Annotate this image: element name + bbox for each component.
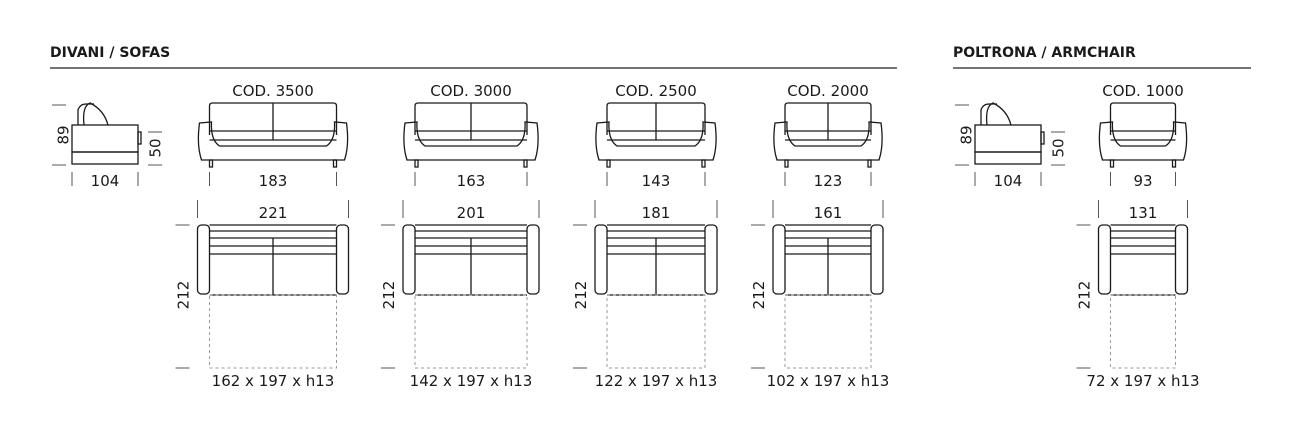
- bed-outline: [414, 294, 528, 369]
- front-view: [595, 102, 717, 168]
- side-view: 89 50 104: [955, 102, 1068, 190]
- bed-dimensions: 122 x 197 x h13: [595, 372, 718, 390]
- pillow-icon: [77, 103, 94, 125]
- bed-dimensions: 142 x 197 x h13: [410, 372, 533, 390]
- height-dimension: 89: [55, 125, 73, 144]
- model-code: COD. 1000: [1102, 82, 1184, 100]
- seat-height-dimension: 50: [1050, 138, 1068, 157]
- top-view: [196, 224, 350, 369]
- bed-dimensions: 102 x 197 x h13: [767, 372, 890, 390]
- top-view: [594, 224, 718, 369]
- model-code: COD. 3500: [232, 82, 314, 100]
- depth-dimension: 212: [175, 281, 193, 310]
- bed-outline: [606, 294, 706, 369]
- top-width-dimension: 161: [814, 204, 843, 222]
- depth-dimension: 104: [994, 172, 1023, 190]
- front-width-dimension: 123: [814, 172, 843, 190]
- model-2500: COD. 2500 143 181 212 122 x 197 x h13: [572, 82, 718, 390]
- top-view: [1097, 224, 1189, 369]
- depth-dimension: 104: [91, 172, 120, 190]
- front-width-dimension: 143: [642, 172, 671, 190]
- bed-dimensions: 162 x 197 x h13: [212, 372, 335, 390]
- bed-outline: [209, 294, 337, 369]
- side-view: 89 50 104: [52, 102, 165, 190]
- model-1000: COD. 1000 93 131 212 72 x 197 x h13: [1076, 82, 1200, 390]
- top-view: [772, 224, 884, 369]
- top-view: [402, 224, 540, 369]
- model-3000: COD. 3000 163 201 212 142 x 197 x h13: [380, 82, 540, 390]
- bed-outline: [784, 294, 872, 369]
- front-width-dimension: 93: [1133, 172, 1152, 190]
- top-width-dimension: 131: [1129, 204, 1158, 222]
- depth-dimension: 212: [380, 281, 398, 310]
- front-view: [773, 102, 883, 168]
- depth-dimension: 212: [572, 281, 590, 310]
- model-code: COD. 2500: [615, 82, 697, 100]
- seat-height-dimension: 50: [147, 138, 165, 157]
- front-view: [1098, 102, 1188, 168]
- top-width-dimension: 201: [457, 204, 486, 222]
- model-code: COD. 2000: [787, 82, 869, 100]
- model-2000: COD. 2000 123 161 212 102 x 197 x h13: [750, 82, 889, 390]
- pillow-icon: [980, 103, 997, 125]
- model-3500: COD. 3500 183 221 212 162 x 197 x h13: [175, 82, 350, 390]
- front-width-dimension: 163: [457, 172, 486, 190]
- front-view: [197, 102, 349, 168]
- height-dimension: 89: [958, 125, 976, 144]
- depth-dimension: 212: [1076, 281, 1094, 310]
- depth-dimension: 212: [750, 281, 768, 310]
- front-view: [403, 102, 539, 168]
- model-code: COD. 3000: [430, 82, 512, 100]
- section-title-sofas: DIVANI / SOFAS: [50, 45, 170, 61]
- top-width-dimension: 221: [259, 204, 288, 222]
- top-width-dimension: 181: [642, 204, 671, 222]
- bed-dimensions: 72 x 197 x h13: [1086, 372, 1199, 390]
- bed-outline: [1110, 294, 1176, 369]
- section-title-armchair: POLTRONA / ARMCHAIR: [953, 45, 1136, 61]
- front-width-dimension: 183: [259, 172, 288, 190]
